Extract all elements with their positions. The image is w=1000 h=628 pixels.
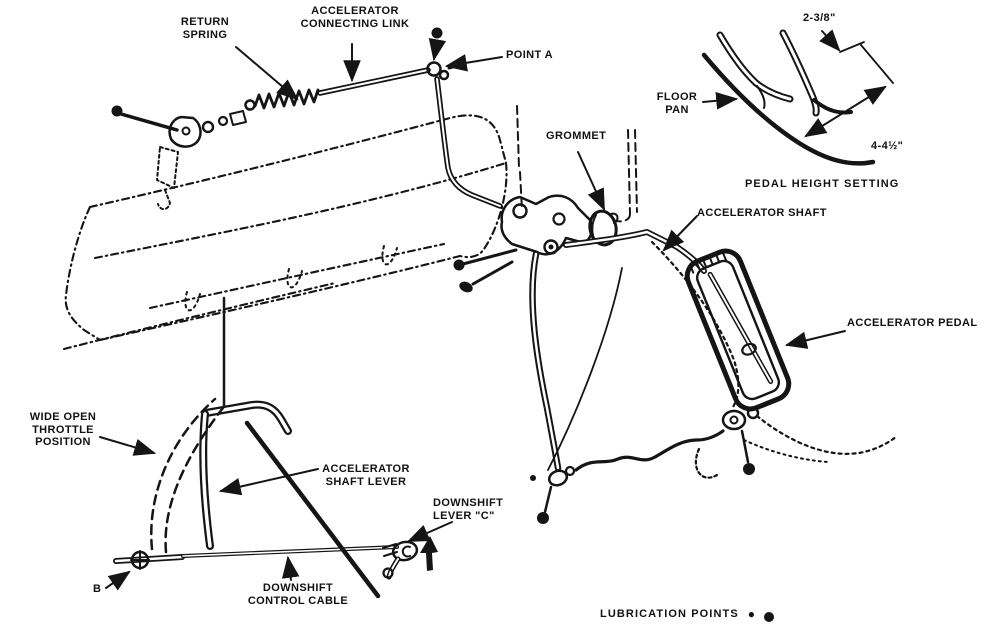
carburetor-linkage bbox=[111, 67, 431, 211]
label-accelerator-shaft-lever: ACCELERATOR SHAFT LEVER bbox=[322, 463, 410, 488]
label-accelerator-pedal: ACCELERATOR PEDAL bbox=[847, 317, 978, 329]
point-a-junction bbox=[426, 27, 503, 209]
spring-anchor bbox=[244, 99, 256, 111]
valve-cover-notches bbox=[184, 245, 398, 312]
rotation-arrow bbox=[420, 536, 438, 571]
pedal-height-inset bbox=[701, 29, 894, 166]
accelerator-pedal-part bbox=[684, 248, 898, 479]
label-dim-lower: 4-4½" bbox=[871, 140, 904, 152]
valve-cover-phantom bbox=[62, 114, 508, 351]
label-point-b: B bbox=[93, 583, 102, 595]
floor-pan-line bbox=[701, 52, 876, 166]
legend-lubrication-dot bbox=[764, 612, 774, 622]
leader-arrows bbox=[99, 29, 846, 591]
label-floor-pan: FLOOR PAN bbox=[656, 91, 698, 116]
label-pedal-height-setting: PEDAL HEIGHT SETTING bbox=[745, 178, 900, 190]
legend-lubrication-points: LUBRICATION POINTS ● bbox=[600, 608, 756, 621]
legend-label: LUBRICATION POINTS bbox=[600, 608, 739, 620]
lubrication-point-dot bbox=[431, 27, 443, 39]
label-grommet: GROMMET bbox=[546, 130, 607, 142]
shaft-lever-diagram bbox=[113, 296, 438, 599]
return-spring-coil bbox=[253, 88, 320, 110]
dimension-line bbox=[804, 85, 887, 138]
label-point-a: POINT A bbox=[506, 49, 554, 61]
label-downshift-control-cable: DOWNSHIFT CONTROL CABLE bbox=[247, 582, 349, 607]
label-downshift-lever-c: DOWNSHIFT LEVER "C" bbox=[433, 497, 504, 522]
downshift-cable-part bbox=[529, 250, 725, 524]
crossing-rod bbox=[244, 420, 381, 599]
lubrication-point-dot bbox=[453, 259, 465, 271]
legend-dot-glyph: ● bbox=[747, 607, 757, 622]
lubrication-point-dot bbox=[743, 463, 755, 475]
label-return-spring: RETURN SPRING bbox=[180, 16, 230, 41]
label-accelerator-connecting-link: ACCELERATOR CONNECTING LINK bbox=[300, 5, 410, 30]
label-wide-open-throttle: WIDE OPEN THROTTLE POSITION bbox=[29, 411, 97, 449]
lubrication-point-dot bbox=[537, 512, 549, 524]
label-dim-upper: 2-3/8" bbox=[803, 12, 836, 24]
label-accelerator-shaft: ACCELERATOR SHAFT bbox=[697, 207, 827, 219]
